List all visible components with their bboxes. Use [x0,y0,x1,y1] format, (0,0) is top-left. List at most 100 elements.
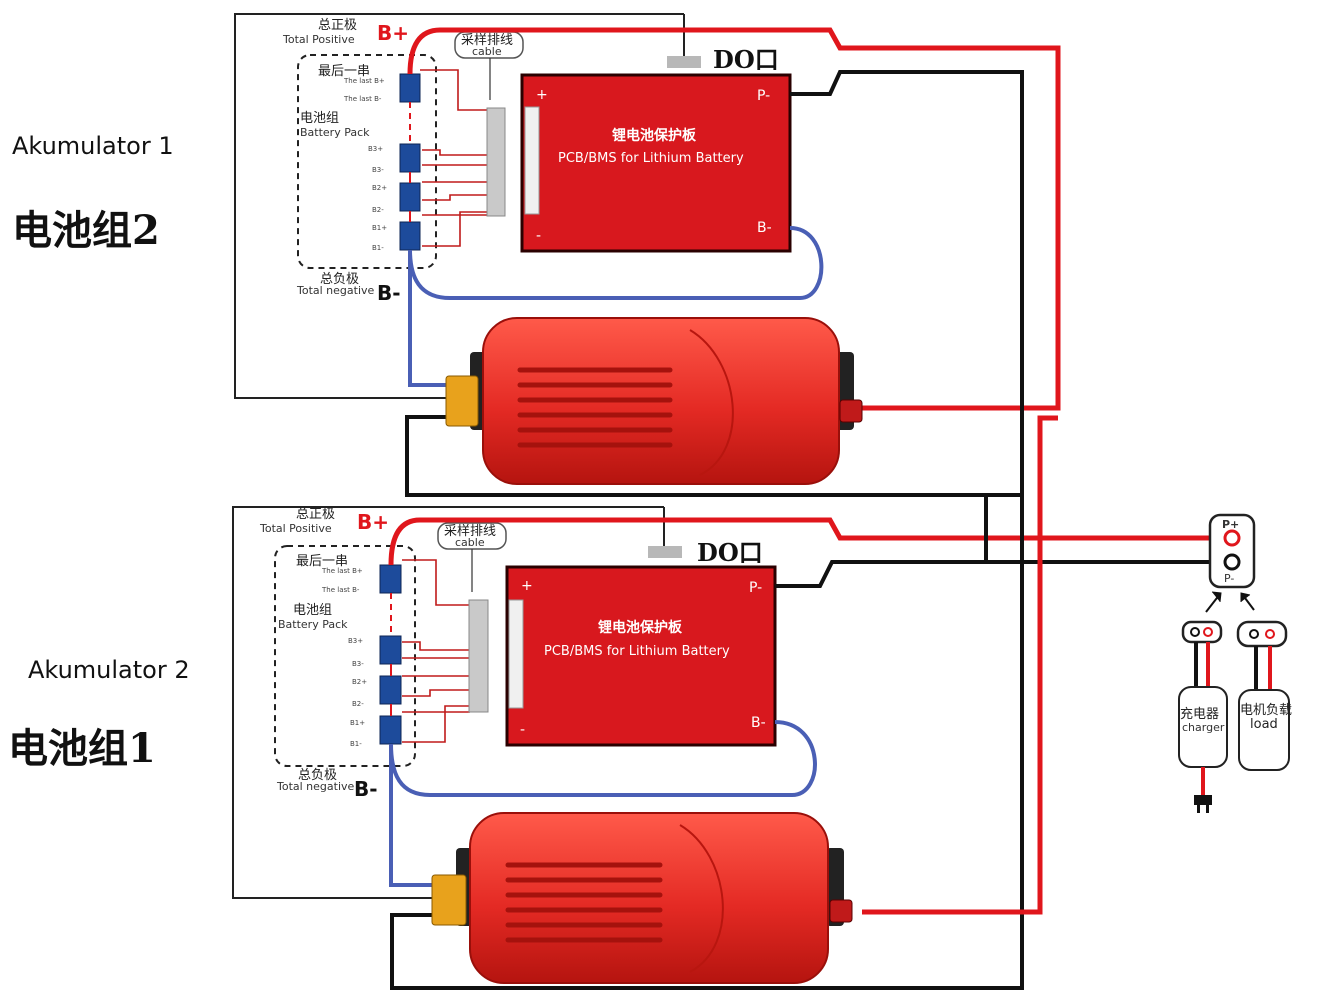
pack-bottom-positive-wire [388,517,1222,566]
pack-top-total-positive-en: Total Positive [282,33,355,46]
pack-top-p-minus-wire [405,70,1024,497]
pack-bottom-cable-cn: 采样排线 [444,524,496,539]
pack-bottom-label-en: Akumulator 2 [28,656,190,684]
pack-top-last-b-plus: The last B+ [343,77,385,85]
pack-bottom-battery-body [469,812,829,984]
pack-top-connector-negative [445,375,479,427]
pack-top-bms-board [520,73,792,253]
pack-top-pin-plus: + [536,87,548,103]
pack-top-battery-pack-en: Battery Pack [300,126,370,139]
pack-top-label-cn: 电池组2 [12,207,160,254]
pack-bottom-battery-vents [505,862,663,943]
pack-top-bms-socket [524,106,540,215]
pack-bottom-connector-positive [829,899,853,923]
pack-top-b-minus: B- [377,281,401,305]
pack-bottom-b3-plus: B3+ [348,637,363,645]
pack-top-cable-cn: 采样排线 [461,33,513,48]
pack-top-negative-wire [408,250,455,387]
pack-top-total-negative-en: Total negative [296,284,375,297]
load-body [1238,689,1290,771]
pack-top-board-title-cn: 锂电池保护板 [612,127,697,144]
pack-bottom-cable-en: cable [455,536,485,549]
pack-bottom-cell [379,635,402,665]
pack-top-pin-minus: - [536,228,541,244]
pack-bottom-b1-plus: B1+ [350,719,365,727]
pack-top-cell [399,143,421,173]
pack-top-b2-minus: B2- [372,206,384,214]
pack-bottom-frame [232,506,664,899]
pack-bottom-connector-negative [431,874,467,926]
pack-bottom-total-positive-en: Total Positive [259,522,332,535]
pack-top-do-label: DO口 [713,45,779,74]
pack-bottom-p-minus-wire [775,560,1222,588]
pack-top-positive-wire [407,27,1061,411]
pack-bottom-bms-b-wire [389,720,817,797]
output-section: P+ P- - + 充电器 charger [1178,513,1292,813]
pack-top-b-plus: B+ [377,21,409,45]
pack-bottom-last-b-minus: The last B- [321,586,360,594]
pack-top-cell-box [297,54,437,269]
pack-top-cell [399,221,421,251]
pack-bottom-balance-wires [402,559,470,743]
pack-top-do-plug [667,56,701,68]
pack-bottom-pin-minus: - [520,722,525,738]
pack-bottom-cell-box [274,545,416,767]
pack-top-b1-minus: B1- [372,244,384,252]
pack-top-balance-connector [486,107,506,217]
load-device: - + 电机负载 load [1236,620,1292,771]
pack-bottom-cell [379,715,402,745]
load-label-cn: 电机负载 [1240,703,1292,718]
pack-bottom-b2-minus: B2- [352,700,364,708]
pack-bottom-total-positive-cn: 总正极 [296,507,335,522]
pack-bottom-b-minus: B- [354,777,378,801]
pack-top-label-en: Akumulator 1 [12,132,174,160]
pack-bottom-cells [379,564,402,745]
pack-bottom-balance-connector [468,599,489,713]
pack-top-cable-en: cable [472,45,502,58]
output-negative-terminal [1223,553,1241,571]
pack-top-b1-plus: B1+ [372,224,387,232]
output-p-plus: P+ [1222,518,1239,531]
pack-bottom-battery-pack-cn: 电池组 [293,603,332,618]
pack-bottom-pin-plus: + [521,578,533,594]
charger-device: - + 充电器 charger [1178,620,1228,813]
pack-top-connector-positive [839,399,863,423]
pack-top-cells [399,73,421,251]
pack-top-b3-minus: B3- [372,166,384,174]
pack-top-total-negative-cn: 总负极 [320,272,359,287]
charger-label-cn: 充电器 [1180,706,1219,722]
load-label-en: load [1250,717,1278,732]
pack-top-balance-wires [420,69,488,247]
pack-top-b3-plus: B3+ [368,145,383,153]
pack-bottom-cell [379,675,402,705]
pack-bottom-b3-minus: B3- [352,660,364,668]
pack-bottom-series-wire [390,495,1024,990]
pack-bottom-bms-board [505,565,777,747]
pack-bottom-b2-plus: B2+ [352,678,367,686]
pack-top: Akumulator 1 电池组2 DO口 总正极 Total Positive… [12,13,1061,497]
pack-bottom-cell [379,564,402,594]
pack-bottom: Akumulator 2 电池组1 DO口 总正极 Total Positive… [8,415,1222,990]
charger-mains-plug [1194,795,1212,805]
pack-top-frame [234,13,684,399]
load-plug [1236,620,1288,648]
pack-bottom-pin-b-minus: B- [751,715,766,731]
output-port [1208,513,1256,589]
charger-plug [1181,620,1223,644]
pack-bottom-last-b-plus: The last B+ [321,567,363,575]
pack-bottom-b1-minus: B1- [350,740,362,748]
pack-bottom-board-title-cn: 锂电池保护板 [598,619,683,636]
pack-bottom-do-plug [648,546,682,558]
pack-top-pin-p-minus: P- [757,88,770,104]
pack-bottom-battery-pack-en: Battery Pack [278,618,348,631]
pack-bottom-battery [431,812,853,984]
pack-top-last-one-cn: 最后一串 [318,64,370,79]
pack-top-total-positive-cn: 总正极 [318,18,357,33]
pack-top-cell [399,182,421,212]
pack-bottom-last-one-cn: 最后一串 [296,554,348,569]
pack-top-battery-pack-cn: 电池组 [300,111,339,126]
pack-top-b2-plus: B2+ [372,184,387,192]
pack-bottom-do-label: DO口 [697,538,763,567]
